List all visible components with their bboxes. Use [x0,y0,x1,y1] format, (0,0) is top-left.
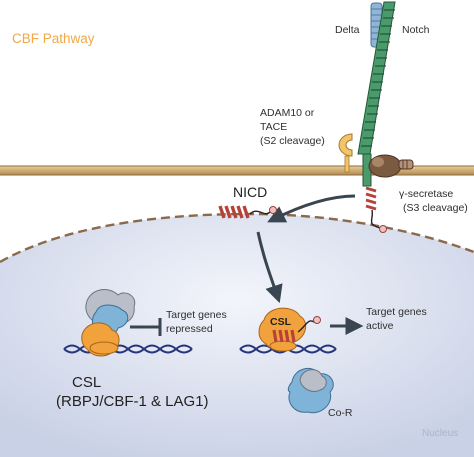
corepressor-label: Co-R [328,407,353,419]
csl-nicd-complex [258,307,321,352]
repressed-label-line2: repressed [166,323,213,335]
active-label-line1: Target genes [366,306,427,318]
translocation-arrow [256,231,283,304]
notch-label: Notch [402,24,430,36]
adam-label-line1: ADAM10 or [260,107,315,119]
repressed-label-line1: Target genes [166,309,227,321]
active-label-line2: active [366,320,394,332]
cleavage-arrow [267,194,356,223]
nucleus-label: Nucleus [422,428,459,439]
diagram-title: CBF Pathway [12,31,95,46]
nicd-fragment [218,205,277,219]
gamma-secretase-label-line2: (S3 cleavage) [403,202,468,214]
nucleus [0,212,474,457]
csl-label-line1: CSL [72,374,102,391]
nicd-label: NICD [233,184,268,200]
adam-label-line2: TACE [260,121,288,133]
csl-inner-label: CSL [270,316,291,328]
gamma-secretase-label-line1: γ-secretase [399,188,454,200]
adam10-tace-protease [338,133,353,173]
corepressor [287,367,334,414]
repression-inhibition [130,318,162,336]
notch-receptor [357,1,396,233]
csl-corepressor-complex [81,289,136,357]
adam-label-line3: (S2 cleavage) [260,135,325,147]
delta-label: Delta [335,24,360,36]
csl-label-line2: (RBPJ/CBF-1 & LAG1) [56,393,209,410]
gamma-secretase [368,154,414,178]
